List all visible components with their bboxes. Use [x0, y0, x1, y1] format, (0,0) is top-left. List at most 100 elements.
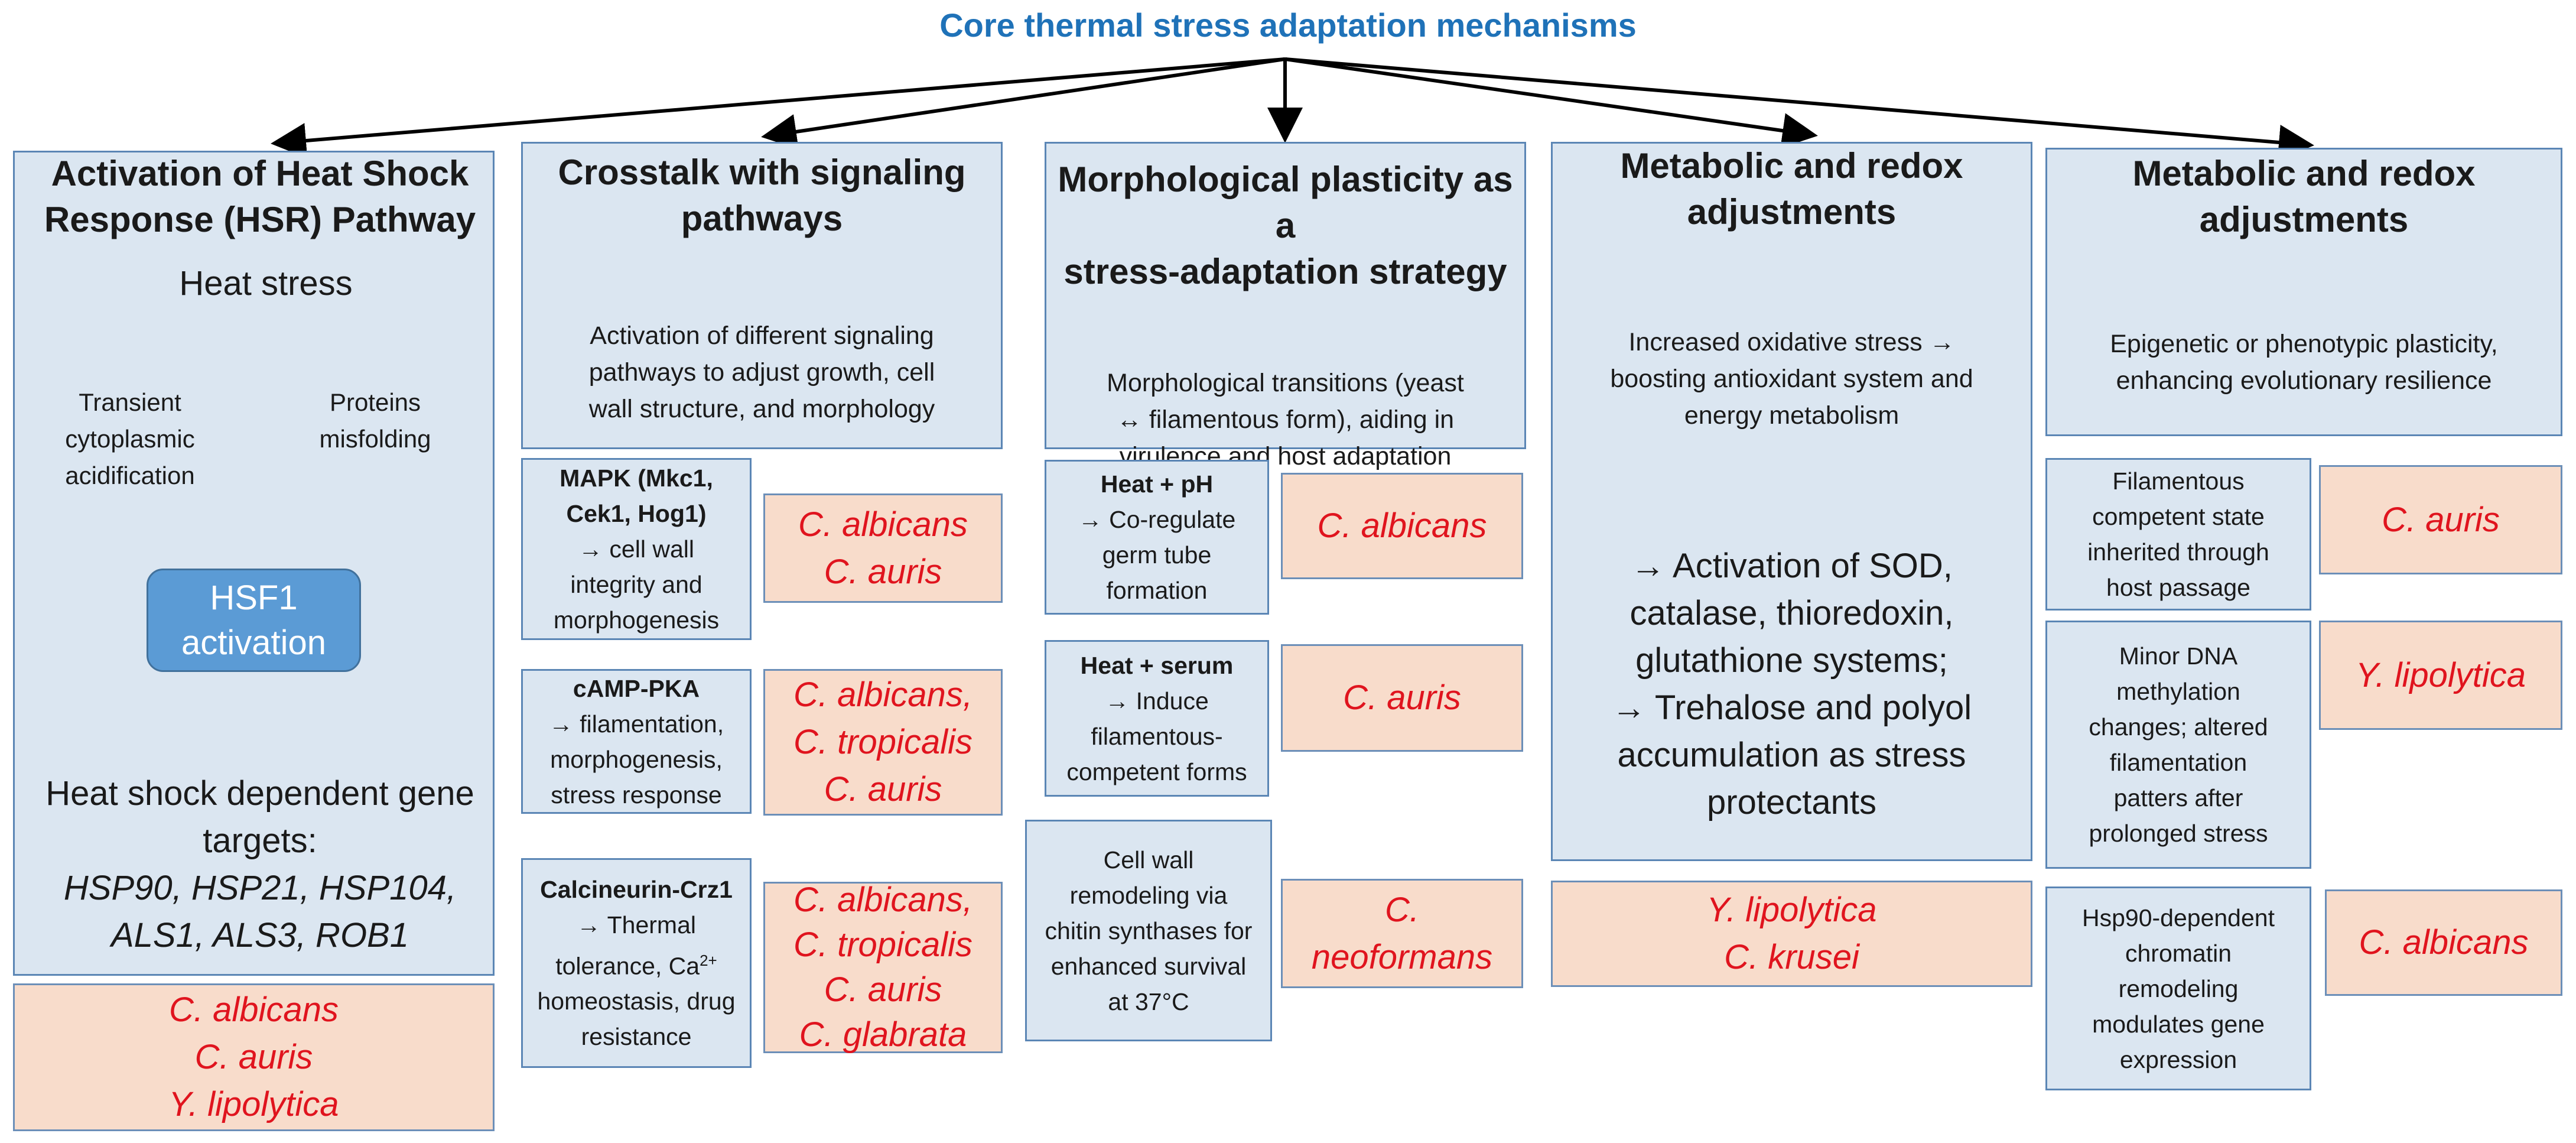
organism-name: C. auris	[824, 770, 942, 808]
col4-header: Metabolic and redox adjustments	[1551, 143, 2032, 235]
col1-organisms: C. albicans C. auris Y. lipolytica	[13, 983, 495, 1131]
acidification-line: cytoplasmic	[65, 425, 195, 453]
cell-wall-body: Cell wall	[1103, 846, 1194, 874]
col4-big-line: → Activation of SOD,	[1631, 547, 1953, 585]
hsf1-activation-node: HSF1 activation	[147, 569, 361, 672]
organism-name: C. auris	[1343, 678, 1461, 717]
col2-header-line: pathways	[681, 199, 843, 238]
col4-header-line: adjustments	[1687, 192, 1897, 232]
organism-name: C. tropicalis	[793, 926, 972, 964]
calcineurin-body: → Thermal	[576, 911, 697, 939]
col2-desc-line: wall structure, and morphology	[588, 395, 935, 423]
col5-chromatin-box: Hsp90-dependent chromatin remodeling mod…	[2045, 887, 2311, 1090]
col4-activation-text: → Activation of SOD, catalase, thioredox…	[1551, 543, 2032, 826]
col2-desc: Activation of different signaling pathwa…	[523, 317, 1001, 427]
arrow-to-col2	[761, 57, 1286, 150]
hsf1-line: HSF1	[210, 578, 298, 617]
organism-name: C. tropicalis	[793, 723, 972, 761]
col5-inherited-organisms: C. auris	[2319, 465, 2562, 574]
misfolding-node: Proteins misfolding	[307, 384, 443, 457]
organism-name: C.	[1385, 890, 1419, 929]
col3-header: Morphological plasticity as a stress-ada…	[1046, 157, 1524, 295]
col4-big-line: → Trehalose and polyol	[1611, 689, 1972, 727]
mapk-box: MAPK (Mkc1, Cek1, Hog1) → cell wall inte…	[521, 458, 752, 640]
col5-methylation-organisms: Y. lipolytica	[2319, 621, 2562, 730]
calcineurin-body: homeostasis, drug	[537, 988, 736, 1015]
calcium-superscript: 2+	[700, 951, 717, 969]
gene-targets: Heat shock dependent gene targets: HSP90…	[24, 770, 496, 959]
acidification-node: Transient cytoplasmic acidification	[53, 384, 207, 494]
organism-name: Y. lipolytica	[1706, 891, 1877, 929]
heat-ph-body: formation	[1106, 577, 1208, 604]
page-title: Core thermal stress adaptation mechanism…	[939, 7, 1637, 44]
chromatin-body: Hsp90-dependent	[2082, 904, 2275, 931]
inherited-body: inherited through	[2087, 538, 2269, 566]
col4-big-line: glutathione systems;	[1635, 641, 1948, 680]
organism-name: Y. lipolytica	[2355, 655, 2526, 694]
col2-desc-line: pathways to adjust growth, cell	[588, 358, 935, 387]
col5-header: Metabolic and redox adjustments	[2047, 151, 2561, 243]
col1-box	[13, 151, 495, 976]
heat-ph-body: germ tube	[1102, 541, 1212, 569]
mapk-title: Cek1, Hog1)	[566, 500, 707, 527]
col4-desc-line: Increased oxidative stress →	[1628, 328, 1955, 356]
methylation-body: changes; altered	[2089, 713, 2268, 741]
chromatin-body: expression	[2119, 1045, 2237, 1073]
methylation-body: Minor DNA	[2119, 642, 2238, 670]
col2-desc-line: Activation of different signaling	[590, 322, 934, 350]
arrow-to-col5	[1284, 57, 2314, 160]
organism-name: C. auris	[824, 552, 942, 591]
col3-desc-line: Morphological transitions (yeast	[1107, 369, 1464, 397]
methylation-body: patters after	[2113, 784, 2243, 811]
col4-big-line: catalase, thioredoxin,	[1629, 594, 1954, 632]
calcineurin-title: Calcineurin-Crz1	[540, 875, 733, 903]
organism-name: C. auris	[824, 970, 942, 1009]
calcineurin-body: tolerance, Ca2+	[555, 943, 717, 984]
gene-targets-line: Heat shock dependent gene	[45, 774, 474, 813]
organism-name: C. albicans	[1317, 506, 1487, 545]
heat-ph-body: → Co-regulate	[1078, 506, 1236, 533]
mapk-organisms: C. albicans C. auris	[763, 493, 1003, 603]
heat-serum-body: competent forms	[1066, 758, 1247, 785]
inherited-body: Filamentous	[2112, 467, 2245, 495]
col1-header-line2: Response (HSR) Pathway	[44, 200, 476, 239]
organism-name: C. albicans	[169, 991, 339, 1029]
cell-wall-body: at 37°C	[1108, 988, 1189, 1015]
cell-wall-body: remodeling via	[1069, 881, 1228, 909]
col3-desc-line: ↔ filamentous form), aiding in	[1116, 405, 1455, 434]
gene-list-line: ALS1, ALS3, ROB1	[110, 916, 409, 954]
col4-big-line: accumulation as stress	[1617, 736, 1966, 774]
heat-ph-box: Heat + pH → Co-regulate germ tube format…	[1045, 460, 1269, 615]
camp-pka-body: stress response	[551, 781, 722, 808]
col1-header: Activation of Heat Shock Response (HSR) …	[24, 151, 496, 243]
col4-organisms: Y. lipolytica C. krusei	[1551, 881, 2032, 987]
calcineurin-body: resistance	[581, 1023, 692, 1051]
mapk-title: MAPK (Mkc1,	[560, 465, 713, 492]
calcineurin-body-text: tolerance, Ca	[555, 952, 700, 980]
col5-header-line: adjustments	[2199, 200, 2409, 239]
methylation-body: prolonged stress	[2089, 820, 2268, 847]
chromatin-body: remodeling	[2118, 975, 2239, 1002]
organism-name: C. glabrata	[799, 1015, 967, 1054]
heat-serum-title: Heat + serum	[1080, 651, 1234, 679]
heat-serum-box: Heat + serum → Induce filamentous- compe…	[1045, 640, 1269, 797]
inherited-body: host passage	[2106, 574, 2250, 601]
organism-name: C. albicans,	[793, 676, 973, 714]
col2-box: Crosstalk with signaling pathways Activa…	[521, 142, 1003, 449]
col4-desc-line: boosting antioxidant system and	[1610, 365, 1973, 393]
col5-chromatin-organisms: C. albicans	[2325, 889, 2562, 996]
gene-list-line: HSP90, HSP21, HSP104,	[63, 869, 457, 907]
acidification-line: Transient	[79, 388, 181, 416]
hsf1-line: activation	[181, 623, 327, 662]
acidification-line: acidification	[65, 462, 195, 489]
calcineurin-box: Calcineurin-Crz1 → Thermal tolerance, Ca…	[521, 858, 752, 1068]
heat-ph-title: Heat + pH	[1100, 470, 1214, 498]
camp-pka-body: morphogenesis,	[550, 745, 723, 773]
col4-header-line: Metabolic and redox	[1620, 146, 1963, 186]
col2-header-line: Crosstalk with signaling	[558, 152, 966, 192]
misfolding-line: Proteins	[329, 388, 421, 416]
organism-name: C. krusei	[1724, 938, 1859, 976]
methylation-body: filamentation	[2109, 749, 2248, 776]
col5-header-line: Metabolic and redox	[2132, 154, 2476, 193]
arrow-to-col4	[1284, 57, 1818, 148]
